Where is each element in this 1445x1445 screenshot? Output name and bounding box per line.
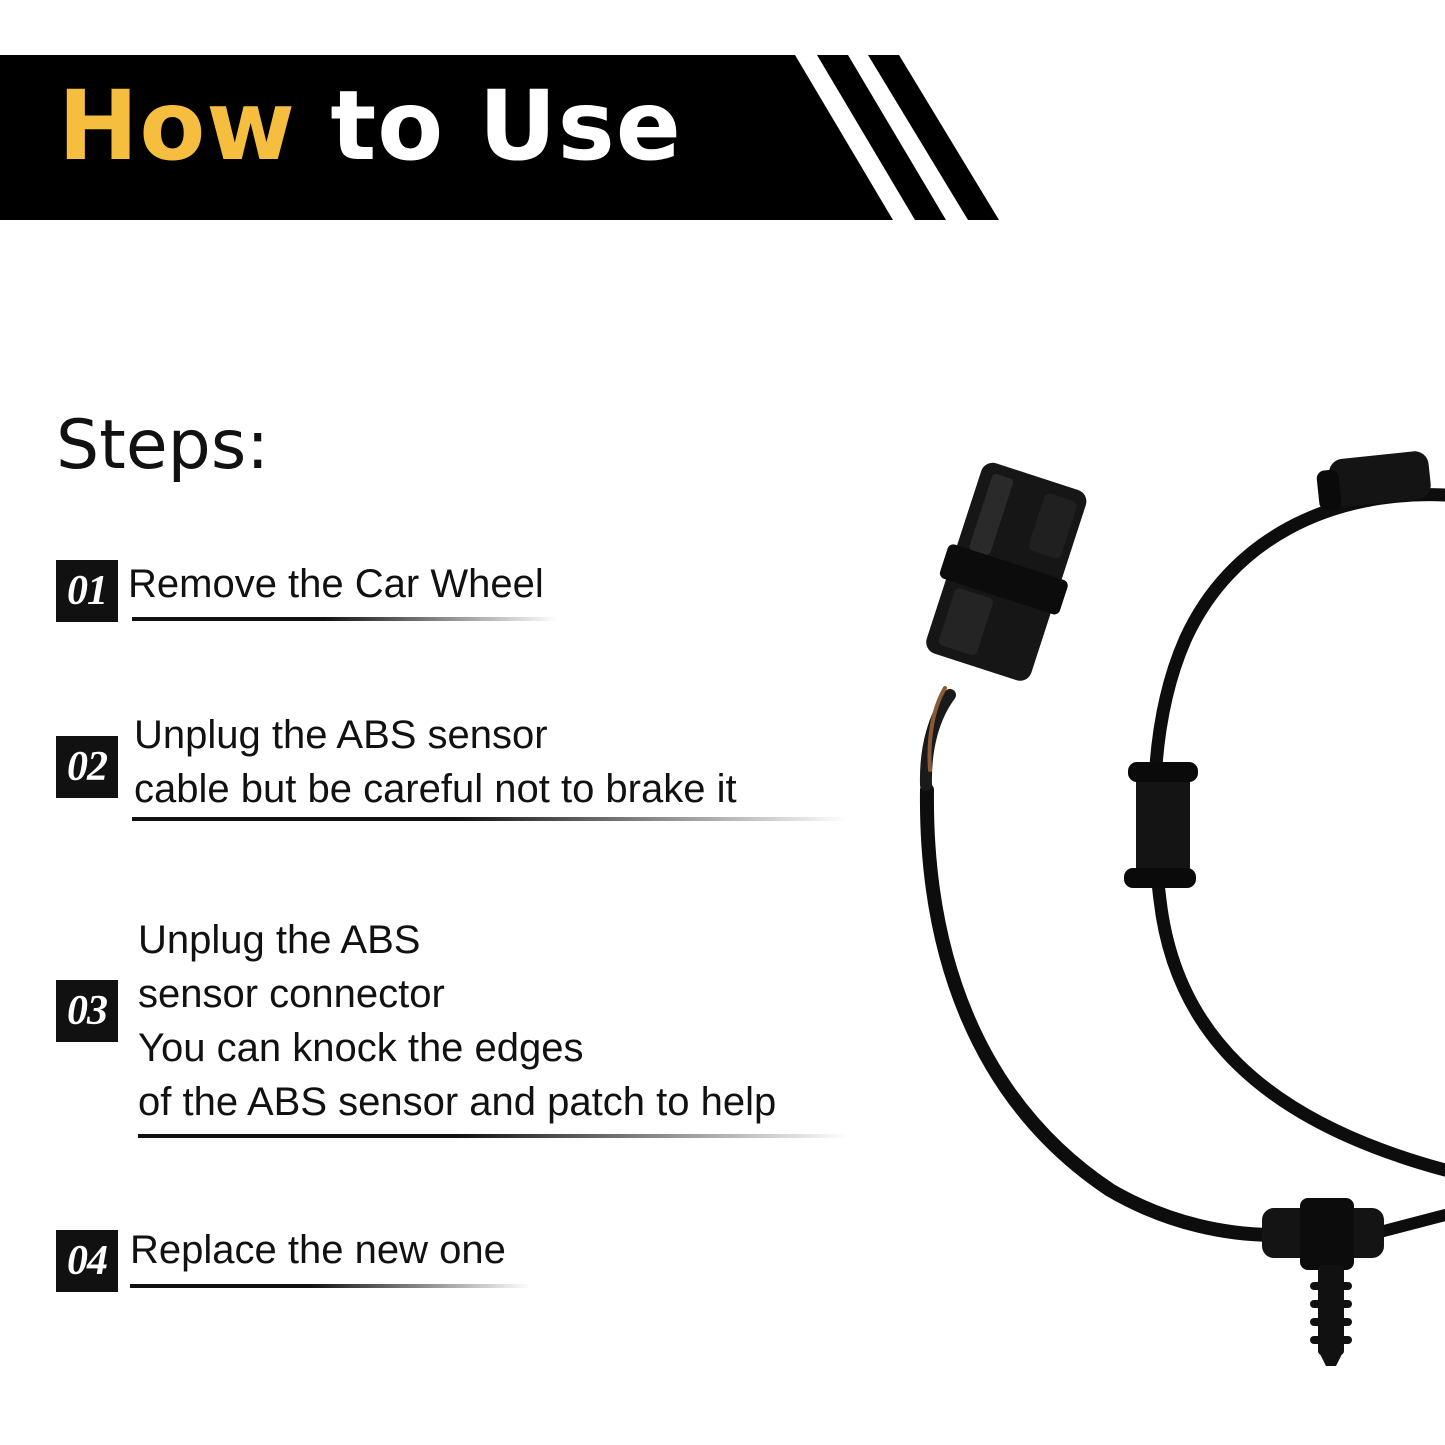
step-text-line: of the ABS sensor and patch to help bbox=[138, 1080, 777, 1124]
step-underline bbox=[132, 617, 557, 621]
step-text-line: Unplug the ABS sensor bbox=[134, 713, 548, 757]
page-title: How to Use bbox=[58, 78, 682, 174]
step-number-badge: 02 bbox=[56, 736, 118, 798]
step-number-badge: 03 bbox=[56, 980, 118, 1042]
step-text: Replace the new one bbox=[130, 1223, 506, 1277]
step-text: Unplug the ABS sensor cable but be caref… bbox=[134, 708, 737, 816]
step-number-badge: 01 bbox=[56, 560, 118, 622]
step-underline bbox=[132, 817, 847, 821]
step-text: Unplug the ABS sensor connector You can … bbox=[138, 913, 776, 1129]
step-underline bbox=[138, 1134, 848, 1138]
step-text-line: Unplug the ABS bbox=[138, 918, 421, 962]
step-text-line: You can knock the edges bbox=[138, 1026, 584, 1070]
steps-heading: Steps: bbox=[56, 406, 270, 485]
step-text-line: Replace the new one bbox=[130, 1228, 506, 1272]
step-text-line: sensor connector bbox=[138, 972, 445, 1016]
step-number-badge: 04 bbox=[56, 1230, 118, 1292]
step-text: Remove the Car Wheel bbox=[128, 557, 544, 611]
step-text-line: cable but be careful not to brake it bbox=[134, 767, 737, 811]
header-banner bbox=[0, 55, 999, 220]
title-highlight: How bbox=[58, 70, 296, 182]
title-rest: to Use bbox=[295, 70, 682, 182]
step-text-line: Remove the Car Wheel bbox=[128, 562, 544, 606]
step-underline bbox=[130, 1284, 530, 1288]
